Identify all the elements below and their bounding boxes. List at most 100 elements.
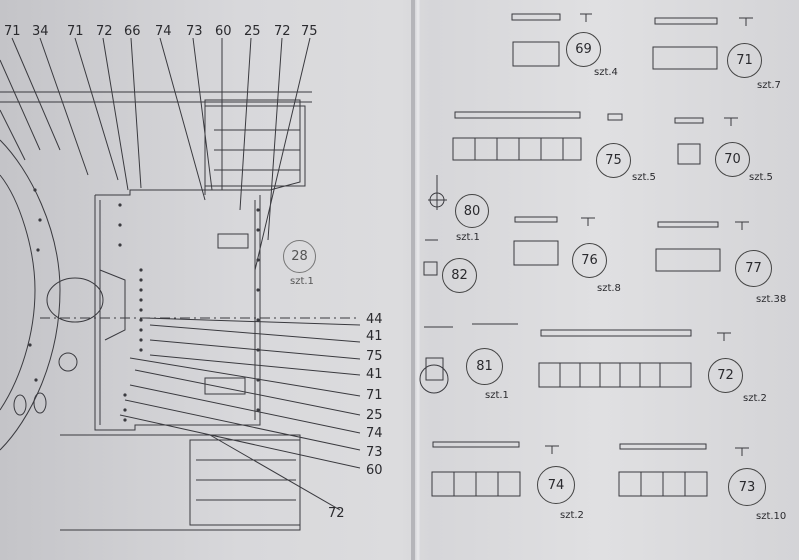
part-69-top [511, 13, 561, 21]
callout-top-8: 60 [215, 24, 232, 39]
part-72-dividers [559, 363, 661, 387]
part-77-top [657, 221, 719, 228]
part-81-body [425, 357, 444, 381]
callout-top-6: 74 [155, 24, 172, 39]
hull-body [94, 195, 261, 431]
part-77-qty: szt.38 [756, 294, 787, 305]
callout-right-1: 44 [366, 312, 383, 327]
callout-right-7: 74 [366, 426, 383, 441]
hatch-rect-lower [204, 377, 246, 395]
rib-1 [214, 129, 300, 171]
part-69-pin [580, 13, 592, 22]
light-left [13, 394, 27, 416]
part-76-qty: szt.8 [597, 283, 621, 294]
part-77-pin [735, 221, 749, 230]
part-71-pin [739, 17, 753, 26]
part-80-qty: szt.1 [456, 232, 480, 243]
part-73-dividers [640, 472, 686, 496]
part-69-body [512, 41, 560, 67]
rib-2 [196, 459, 296, 501]
part-81-qty: szt.1 [485, 390, 509, 401]
callout-top-7: 73 [186, 24, 203, 39]
callout-right-3: 75 [366, 349, 383, 364]
part-75-qty: szt.5 [632, 172, 656, 183]
callout-right-8: 73 [366, 445, 383, 460]
top-armor-plate [204, 105, 306, 187]
part-80-small [429, 192, 445, 208]
part-74-pin [545, 445, 559, 454]
callout-right-2: 41 [366, 329, 383, 344]
part-76-body [513, 240, 559, 266]
part-76-top [514, 216, 558, 223]
part-69-qty: szt.4 [594, 67, 618, 78]
part-75-dividers [474, 138, 564, 160]
part-69-circle: 69 [566, 32, 601, 67]
part-72-pin [717, 332, 731, 341]
callout-top-10: 72 [274, 24, 291, 39]
callout-top-9: 25 [244, 24, 261, 39]
callout-top-5: 66 [124, 24, 141, 39]
leader-lines-diag [0, 59, 41, 161]
part-77-circle: 77 [735, 250, 772, 287]
part-81-small [419, 364, 449, 394]
part-75-circle: 75 [596, 143, 631, 178]
side-step [99, 269, 126, 341]
part-74-dividers [453, 472, 499, 496]
part-81-circle: 81 [466, 348, 503, 385]
light-right [33, 392, 47, 414]
part-76-pin [581, 217, 595, 226]
part-75-body [452, 137, 582, 161]
part-73-pin [735, 447, 749, 456]
callout-right-9: 60 [366, 463, 383, 478]
part-70-top [674, 117, 704, 124]
callout-top-11: 75 [301, 24, 318, 39]
turret-ring-inner [0, 174, 36, 411]
part-82-circle: 82 [442, 258, 477, 293]
callout-right-5: 71 [366, 388, 383, 403]
callout-bottom: 72 [328, 506, 345, 521]
callout-top-4: 72 [96, 24, 113, 39]
part-80-mark [428, 175, 447, 210]
part-75-pin [607, 113, 623, 121]
part-73-top [619, 443, 707, 450]
part-74-top [432, 441, 520, 448]
hull-frame [95, 99, 301, 196]
hull-body-inner [99, 200, 256, 425]
part-71-top [654, 17, 718, 25]
part-73-circle: 73 [728, 468, 766, 506]
part-72-qty: szt.2 [743, 393, 767, 404]
part-76-circle: 76 [572, 243, 607, 278]
bottom-armor-plate [189, 439, 301, 526]
part-77-body [655, 248, 721, 272]
part-70-circle: 70 [715, 142, 750, 177]
callout-right-4: 41 [366, 367, 383, 382]
hatch-ellipse [46, 277, 104, 323]
part-70-qty: szt.5 [749, 172, 773, 183]
turret-ring-outline [0, 139, 61, 451]
part-71-qty: szt.7 [757, 80, 781, 91]
callout-top-1: 71 [4, 24, 21, 39]
part-70-pin [724, 117, 738, 126]
periscope-circle [58, 352, 78, 372]
part-28-circle: 28 [283, 240, 316, 273]
part-72-top [540, 329, 692, 337]
part-72-body [538, 362, 692, 388]
callout-top-2: 34 [32, 24, 49, 39]
part-74-qty: szt.2 [560, 510, 584, 521]
part-70-body [677, 143, 701, 165]
part-82-square [423, 261, 438, 276]
part-28-qty: szt.1 [290, 276, 314, 287]
callout-right-6: 25 [366, 408, 383, 423]
part-75-top [454, 111, 581, 119]
hatch-rect-upper [217, 233, 249, 249]
callout-top-3: 71 [67, 24, 84, 39]
leader-lines-right [119, 317, 361, 511]
bottom-frame [60, 434, 301, 531]
leader-lines-top [11, 37, 311, 271]
part-71-body [652, 46, 718, 70]
part-73-qty: szt.10 [756, 511, 787, 522]
part-72-circle: 72 [708, 358, 743, 393]
part-71-circle: 71 [727, 43, 762, 78]
